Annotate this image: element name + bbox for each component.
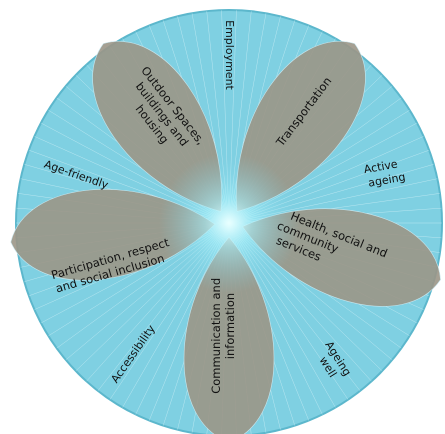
center-glow <box>159 153 299 293</box>
label-active-ageing: Active ageing <box>363 157 407 190</box>
label-employment: Employment <box>223 20 236 90</box>
label-communication: Communication and information <box>209 274 237 394</box>
